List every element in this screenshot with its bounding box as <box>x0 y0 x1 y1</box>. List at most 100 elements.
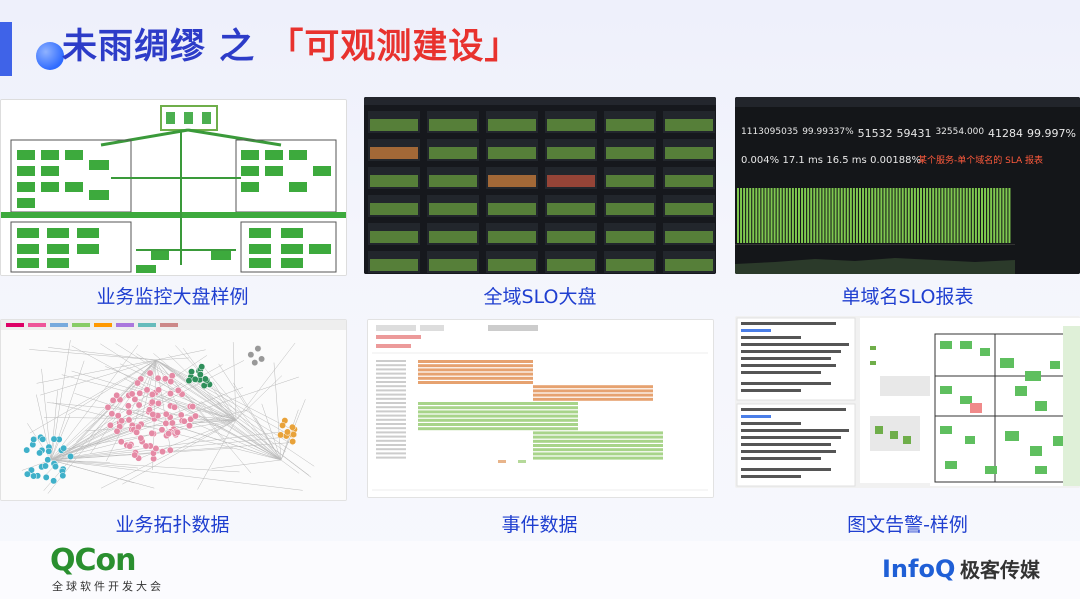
topology-tag <box>138 323 156 327</box>
gantt-row-label <box>376 414 406 417</box>
gantt-bar <box>418 368 533 372</box>
sla-bar <box>859 188 861 243</box>
sla-bar <box>737 188 739 243</box>
slo-panel-chart <box>547 203 595 215</box>
sla-top-bar <box>735 97 1080 107</box>
sla-bar <box>950 188 953 243</box>
sla-bar <box>788 188 791 243</box>
topology-node <box>254 345 262 353</box>
caption-topology: 业务拓扑数据 <box>115 514 230 536</box>
topology-node <box>258 355 266 363</box>
topology-node <box>30 472 38 480</box>
alert-sample-thumbnail[interactable] <box>735 316 1080 488</box>
sla-bar <box>935 188 938 243</box>
sla-bar <box>923 188 926 243</box>
topology-tag <box>160 323 178 327</box>
topology-node <box>135 401 143 409</box>
gantt-row-label <box>376 427 406 430</box>
topology-node <box>50 477 58 485</box>
sla-bar <box>941 188 944 243</box>
sla-bar <box>871 188 874 243</box>
topology-node <box>167 390 174 398</box>
slo-panel-chart <box>429 231 477 243</box>
sla-bar <box>977 188 980 243</box>
slo-panel-chart <box>488 203 536 215</box>
sla-bar <box>752 188 755 243</box>
sla-bar <box>785 188 788 243</box>
slo-panel-chart <box>370 231 418 243</box>
topology-tag <box>28 323 46 327</box>
sla-bar <box>1005 188 1008 243</box>
gantt-row-label <box>376 456 406 459</box>
slo-panel-chart <box>606 119 654 131</box>
caption-business-dashboard: 业务监控大盘样例 <box>96 286 249 308</box>
slide-title-main: 未雨绸缪 之 <box>62 27 256 67</box>
topology-node <box>131 451 139 459</box>
event-data-thumbnail[interactable] <box>367 319 714 498</box>
slo-panel-chart <box>488 259 536 271</box>
gantt-bar <box>418 423 578 426</box>
topology-node <box>137 434 145 442</box>
single-domain-slo-thumbnail[interactable]: 1113095035 99.99337% 51532 59431 32554.0… <box>735 97 1080 274</box>
topology-node <box>188 368 195 376</box>
gantt-row-label <box>376 435 406 438</box>
sla-stat: 16.5 ms <box>826 155 867 166</box>
slo-panel-chart <box>429 203 477 215</box>
topology-node <box>166 446 174 454</box>
sla-bar <box>776 188 779 243</box>
sla-bar <box>801 188 804 243</box>
sla-bar <box>993 188 996 243</box>
gantt-row-label <box>376 452 406 455</box>
slo-panel-chart <box>488 119 536 131</box>
sla-bar <box>813 188 816 243</box>
topology-node <box>167 378 175 385</box>
slo-panel-chart <box>606 175 654 187</box>
caption-single-domain-slo: 单域名SLO报表 <box>841 286 974 308</box>
topology-node <box>196 371 204 379</box>
slo-panel-chart <box>429 259 477 271</box>
topology-node <box>59 472 67 480</box>
topology-node <box>152 445 160 452</box>
sla-stat: 0.004% <box>741 155 780 166</box>
slo-panel-chart <box>547 119 595 131</box>
topology-node <box>67 452 74 460</box>
sla-bar <box>953 188 956 243</box>
topology-tag <box>94 323 112 327</box>
topology-node <box>155 399 162 407</box>
topology-node <box>146 406 153 414</box>
qcon-logo: QCon <box>50 543 136 578</box>
gantt-row-label <box>376 360 406 362</box>
topology-node <box>177 411 185 419</box>
gantt-row-label <box>376 376 406 379</box>
sla-bar <box>968 188 971 243</box>
topology-node <box>125 416 133 424</box>
sla-bar <box>743 188 746 243</box>
slo-panel-chart <box>547 147 595 159</box>
sla-stat: 1113095035 <box>741 127 799 137</box>
topology-tag <box>6 323 24 327</box>
gantt-bar <box>533 397 653 401</box>
topology-thumbnail[interactable] <box>0 319 347 501</box>
topology-node <box>289 438 297 445</box>
slo-panel-chart <box>665 119 713 131</box>
topology-node <box>192 412 199 420</box>
gantt-row-label <box>376 423 406 425</box>
global-slo-dashboard-thumbnail[interactable] <box>364 97 716 274</box>
sla-bar <box>901 188 904 243</box>
topology-tag <box>50 323 68 327</box>
gantt-bar <box>533 393 653 397</box>
topology-node <box>117 438 125 446</box>
slo-panel-chart <box>488 231 536 243</box>
gantt-row-label <box>376 402 406 404</box>
business-dashboard-thumbnail[interactable] <box>0 99 347 276</box>
slo-panel-chart <box>370 259 418 271</box>
topology-node <box>30 435 38 443</box>
sla-bar <box>755 188 758 243</box>
topology-node <box>125 408 133 416</box>
sla-bar <box>883 188 886 243</box>
slo-panel-chart <box>370 203 418 215</box>
gantt-row-label <box>376 389 406 392</box>
sla-bar <box>990 188 993 243</box>
topology-node <box>42 473 50 481</box>
sla-bar <box>944 188 947 243</box>
